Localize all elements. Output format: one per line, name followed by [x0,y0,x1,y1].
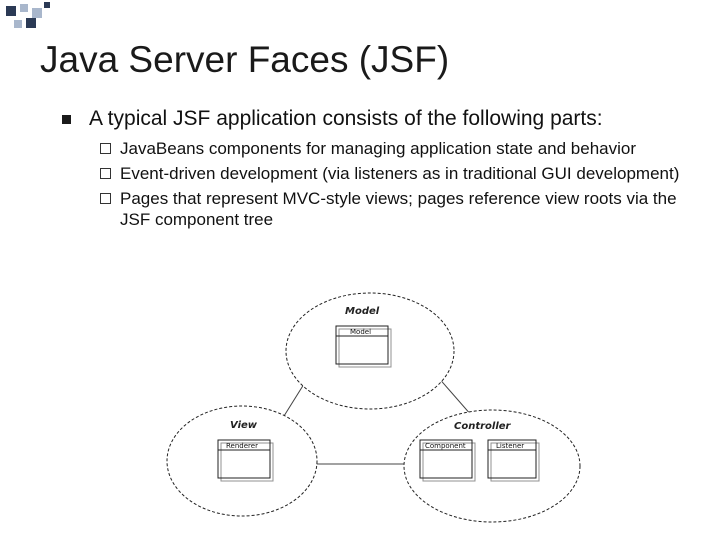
sub-bullet-text: Event-driven development (via listeners … [120,164,680,183]
sub-bullet-list: JavaBeans components for managing applic… [100,138,712,230]
sub-bullet-item: Pages that represent MVC-style views; pa… [100,188,712,230]
bullet-intro: A typical JSF application consists of th… [62,106,712,132]
controller-box-label: Component [425,442,466,450]
view-box-label: Renderer [226,442,258,450]
hollow-square-bullet-icon [100,193,111,204]
mvc-diagram-svg: Model Model View Renderer Controller Com… [166,292,581,523]
view-label: View [230,420,258,431]
sub-bullet-item: JavaBeans components for managing applic… [100,138,712,159]
view-node: View Renderer [166,405,318,517]
bullet-intro-text: A typical JSF application consists of th… [89,107,603,130]
slide-title: Java Server Faces (JSF) [40,39,450,80]
corner-decoration [0,0,728,40]
controller-box-label: Listener [496,442,524,450]
model-box-label: Model [350,328,371,336]
sub-bullet-text: Pages that represent MVC-style views; pa… [120,189,677,229]
sub-bullet-text: JavaBeans components for managing applic… [120,139,637,158]
controller-label: Controller [454,421,512,432]
square-bullet-icon [62,115,71,124]
model-label: Model [345,306,380,317]
controller-node: Controller Component Listener [403,409,581,523]
model-node: Model Model [285,292,455,410]
mvc-diagram: Model Model View Renderer Controller Com… [92,286,712,526]
hollow-square-bullet-icon [100,168,111,179]
sub-bullet-item: Event-driven development (via listeners … [100,163,712,184]
hollow-square-bullet-icon [100,143,111,154]
bullet-list: A typical JSF application consists of th… [62,106,712,234]
